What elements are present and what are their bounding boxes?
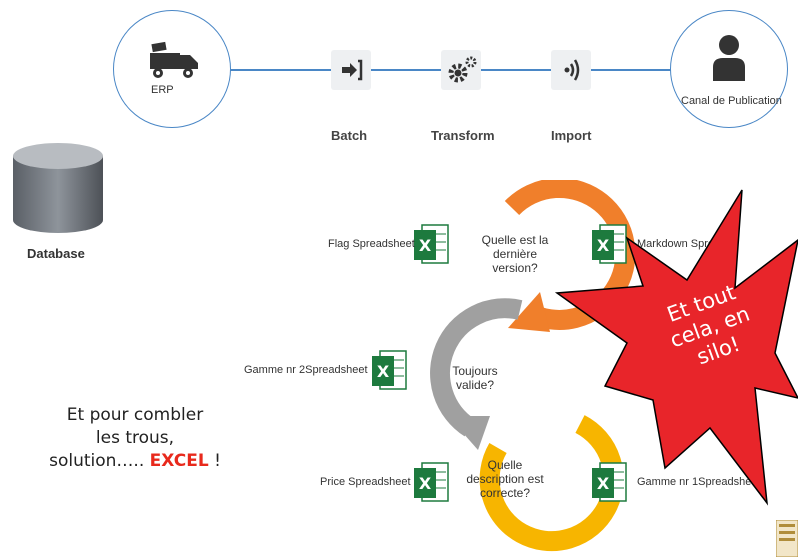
question-description-text: Quelle description est correcte? (466, 458, 544, 500)
step-label-batch: Batch (331, 128, 368, 143)
batch-tile (331, 50, 371, 90)
excel-icon: X (414, 224, 449, 264)
svg-text:X: X (377, 362, 390, 381)
excel-icon: X (372, 350, 407, 390)
svg-text:X: X (419, 236, 432, 255)
callout-line: Et pour combler (66, 405, 204, 425)
svg-text:X: X (597, 474, 610, 493)
transform-tile (441, 50, 481, 90)
spreadsheet-label-gamme2: Gamme nr 2Spreadsheet (244, 364, 368, 376)
spreadsheet-label-price: Price Spreadsheet (320, 476, 411, 488)
spreadsheet-label-flag: Flag Spreadsheet (328, 238, 415, 250)
channel-node: Canal de Publication (670, 10, 788, 128)
orange-arrowhead (508, 292, 550, 332)
yellow-cycle-arrow (479, 415, 624, 552)
question-valid-text: Toujours valide? (452, 364, 498, 392)
excel-highlight: EXCEL (149, 451, 209, 471)
question-version: Quelle est la dernière version? (470, 233, 560, 275)
truck-icon (150, 41, 198, 78)
excel-icon: X (592, 224, 627, 264)
star-burst (554, 189, 798, 506)
callout-text: Et pour combler les trous, solution….. E… (0, 404, 270, 473)
svg-text:X: X (419, 474, 432, 493)
gears-icon (448, 56, 477, 83)
excel-icon: X (414, 462, 449, 502)
database-label: Database (27, 246, 85, 261)
erp-label: ERP (151, 84, 174, 96)
channel-label: Canal de Publication (681, 95, 782, 107)
corner-logo (776, 520, 798, 557)
excel-icon: X (592, 462, 627, 502)
step-label-import: Import (551, 128, 592, 143)
callout-line: les trous, (95, 428, 175, 448)
spreadsheet-label-gamme1: Gamme nr 1Spreadshe (637, 476, 752, 488)
user-icon (713, 35, 745, 81)
question-version-text: Quelle est la dernière version? (481, 233, 549, 275)
svg-text:X: X (597, 236, 610, 255)
gray-cycle-arrow (430, 298, 523, 437)
database-icon (13, 143, 103, 233)
erp-node: ERP (113, 10, 231, 128)
callout-line: solution….. EXCEL ! (0, 450, 270, 473)
step-label-transform: Transform (431, 128, 495, 143)
gray-arrowhead (448, 416, 490, 450)
import-tile (551, 50, 591, 90)
question-valid: Toujours valide? (440, 364, 510, 392)
callout-suffix: ! (208, 451, 221, 471)
arrow-into-bracket-icon (342, 59, 363, 81)
signal-icon (564, 59, 580, 81)
question-description: Quelle description est correcte? (460, 458, 550, 500)
callout-prefix: solution….. (49, 451, 150, 471)
